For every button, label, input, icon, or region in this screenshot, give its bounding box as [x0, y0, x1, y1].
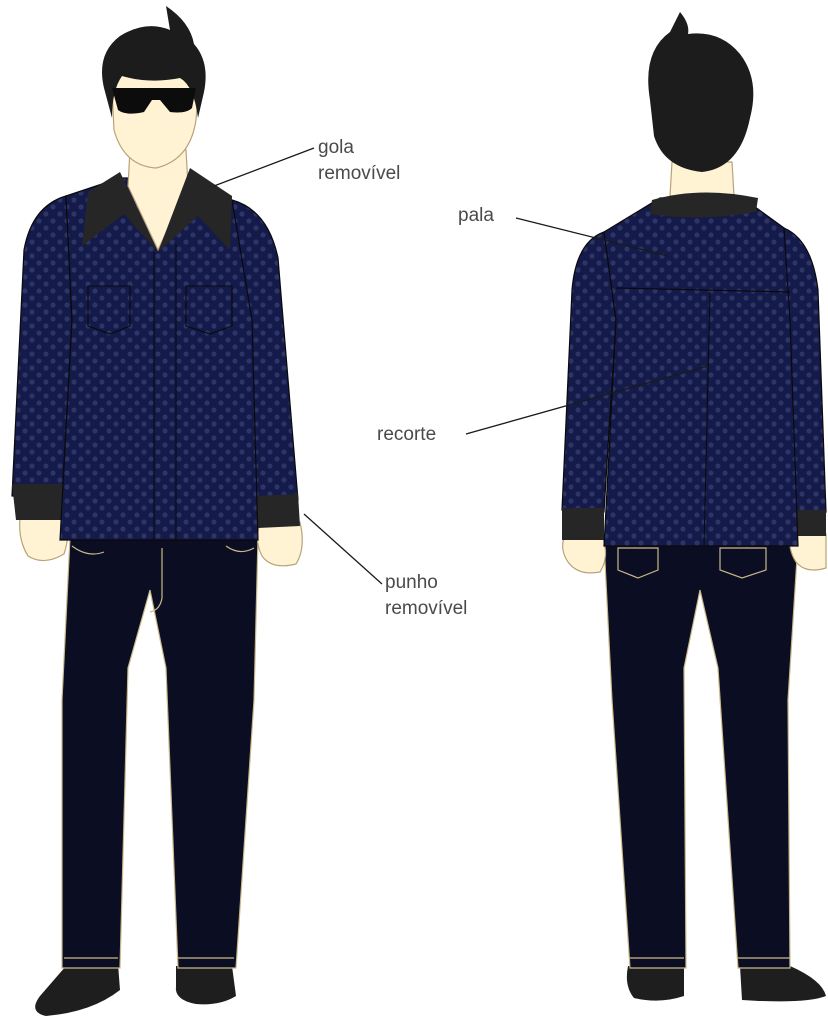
back-hair	[648, 12, 753, 172]
front-pants	[62, 538, 258, 968]
back-left-shoe	[627, 966, 684, 1001]
front-left-cuff	[12, 484, 64, 520]
front-left-sleeve	[12, 196, 72, 500]
seam-label: recorte	[377, 423, 436, 447]
back-pants	[604, 542, 798, 968]
back-left-hand	[563, 536, 606, 573]
front-right-hand	[257, 522, 302, 566]
back-left-cuff	[562, 508, 604, 540]
front-left-shoe	[35, 964, 120, 1016]
front-figure	[12, 6, 302, 1016]
back-right-shoe	[740, 966, 826, 1001]
cuff-label: punho	[385, 571, 438, 595]
collar-label: gola	[318, 136, 354, 160]
collar-leader-line	[214, 148, 314, 186]
back-shirt-body	[604, 196, 798, 546]
front-right-shoe	[176, 966, 236, 1004]
collar-label-removable: removível	[318, 162, 400, 186]
front-right-cuff	[256, 494, 300, 528]
back-figure	[562, 12, 826, 1001]
cuff-leader-line	[304, 514, 382, 584]
yoke-label: pala	[458, 204, 494, 228]
back-collar	[650, 192, 758, 217]
cuff-label-removable: removível	[385, 597, 467, 621]
